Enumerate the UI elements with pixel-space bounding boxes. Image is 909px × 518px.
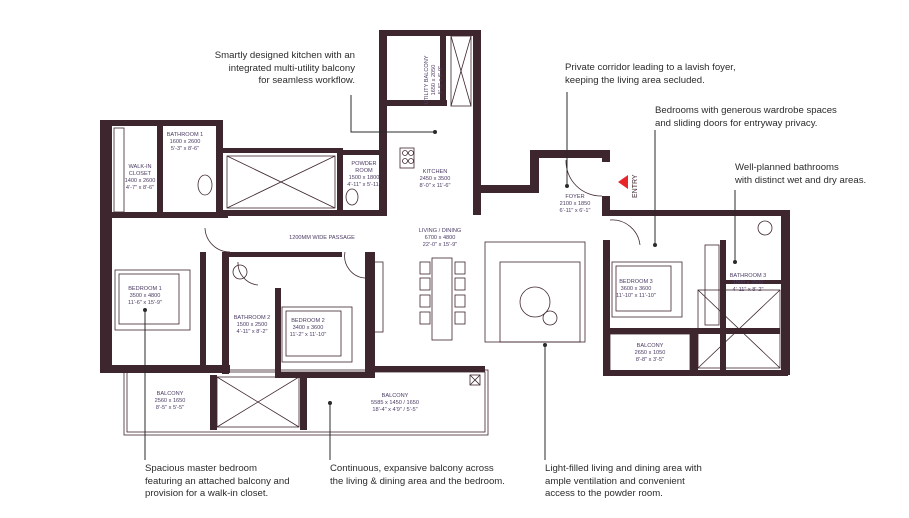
annotation-line: for seamless workflow. <box>258 75 356 86</box>
walkin-size: 1400 x 2600 <box>125 178 156 184</box>
foyer-label: FOYER <box>565 194 584 200</box>
powder-label-2: ROOM <box>355 168 373 174</box>
powder-label: POWDER <box>351 161 376 167</box>
annotation-line: featuring an attached balcony and <box>145 475 290 487</box>
passage-label: 1200MM WIDE PASSAGE <box>289 235 355 241</box>
annotation-living: Light-filled living and dining area with… <box>545 463 702 501</box>
living-size: 6700 x 4800 <box>425 235 456 241</box>
balcony-railings <box>123 333 691 436</box>
annotation-line: Light-filled living and dining area with <box>545 463 702 474</box>
bedroom1-size: 3500 x 4800 <box>130 293 161 299</box>
annotation-line: Bedrooms with generous wardrobe spaces <box>655 105 837 116</box>
bathroom2-imperial: 4'-11" x 8'-2" <box>237 329 268 335</box>
bedroom3-imperial: 11'-10" x 11'-10" <box>616 293 656 299</box>
walls <box>100 30 790 430</box>
bedroom1-imperial: 11'-6" x 15'-9" <box>128 300 162 306</box>
walkin-label: WALK-IN <box>128 164 151 170</box>
utility-label: UTILITY BALCONY <box>424 55 430 104</box>
balcony-right-size: 2650 x 1050 <box>635 350 666 356</box>
leader-lines <box>143 92 737 460</box>
annotation-line: Smartly designed kitchen with an <box>214 50 355 61</box>
annotation-line: Spacious master bedroom <box>145 463 257 474</box>
foyer-imperial: 6'-11" x 6'-1" <box>560 208 591 214</box>
bedroom1-label: BEDROOM 1 <box>128 286 162 292</box>
bathroom1-size: 1600 x 2600 <box>170 139 201 145</box>
entry-label: ENTRY <box>632 174 639 198</box>
annotation-bathrooms: Well-planned bathrooms with distinct wet… <box>735 162 866 187</box>
annotation-kitchen: Smartly designed kitchen with an integra… <box>175 50 355 88</box>
kitchen-size: 2450 x 3500 <box>420 176 451 182</box>
balcony-right-label: BALCONY <box>637 343 664 349</box>
annotation-line: the living & dining area and the bedroom… <box>330 475 505 487</box>
utility-size: 1650 x 2050 <box>431 65 437 96</box>
annotation-line: access to the powder room. <box>545 488 663 499</box>
annotation-line: keeping the living area secluded. <box>565 74 705 86</box>
balcony-master-size: 2560 x 1650 <box>155 398 186 404</box>
bedroom2-size: 3400 x 3600 <box>293 325 324 331</box>
balcony-right-imperial: 8'-8" x 3'-5" <box>636 357 664 363</box>
shafts <box>216 35 781 428</box>
walkin-label-2: CLOSET <box>129 171 152 177</box>
annotation-line: Well-planned bathrooms <box>735 162 839 173</box>
wardrobes <box>113 127 720 333</box>
bathroom3-size: 1500 x 2500 <box>733 280 764 286</box>
annotation-line: integrated multi-utility balcony <box>228 62 355 74</box>
balcony-master-imperial: 8'-5" x 5'-5" <box>156 405 184 411</box>
bathroom3-label: BATHROOM 3 <box>730 273 767 279</box>
bedroom3-label: BEDROOM 3 <box>619 279 653 285</box>
balcony-main-size: 5585 x 1450 / 1650 <box>371 400 419 406</box>
foyer-size: 2100 x 1850 <box>560 201 591 207</box>
walkin-imperial: 4'-7" x 8'-6" <box>126 185 154 191</box>
annotation-line: ample ventilation and convenient <box>545 475 685 487</box>
bathroom1-imperial: 5'-3" x 8'-6" <box>171 146 199 152</box>
bathroom2-size: 1500 x 2500 <box>237 322 268 328</box>
annotation-bedrooms: Bedrooms with generous wardrobe spaces a… <box>655 105 837 130</box>
annotation-line: with distinct wet and dry areas. <box>735 174 867 186</box>
bedroom2-label: BEDROOM 2 <box>291 318 325 324</box>
utility-imperial: 5'-5" x 6'-9" <box>438 66 444 94</box>
annotation-corridor: Private corridor leading to a lavish foy… <box>565 62 736 87</box>
bedroom2-imperial: 11'-2" x 11'-10" <box>290 332 327 338</box>
balcony-main-label: BALCONY <box>382 393 409 399</box>
annotation-line: Private corridor leading to a lavish foy… <box>565 62 736 73</box>
balcony-main-imperial: 18'-4" x 4'9" / 5'-5" <box>372 407 417 413</box>
furniture <box>114 147 773 363</box>
annotation-line: Continuous, expansive balcony across <box>330 463 494 474</box>
annotation-master: Spacious master bedroom featuring an att… <box>145 463 290 501</box>
annotation-line: and sliding doors for entryway privacy. <box>655 117 818 129</box>
annotation-balcony: Continuous, expansive balcony across the… <box>330 463 505 488</box>
living-label: LIVING / DINING <box>419 228 462 234</box>
balcony-master-label: BALCONY <box>157 391 184 397</box>
room-labels: BATHROOM 1 1600 x 2600 5'-3" x 8'-6" WAL… <box>125 55 767 413</box>
bedroom3-size: 3600 x 3600 <box>621 286 652 292</box>
bathroom2-label: BATHROOM 2 <box>234 315 271 321</box>
powder-size: 1500 x 1800 <box>349 175 380 181</box>
kitchen-imperial: 8'-0" x 11'-6" <box>420 183 451 189</box>
kitchen-label: KITCHEN <box>423 169 448 175</box>
annotation-line: provision for a walk-in closet. <box>145 488 269 499</box>
powder-imperial: 4'-11" x 5'-11" <box>347 182 381 188</box>
bathroom1-label: BATHROOM 1 <box>167 132 204 138</box>
living-imperial: 22'-0" x 15'-9" <box>423 242 457 248</box>
bathroom3-imperial: 4'-11" x 8'-2" <box>733 287 764 293</box>
entry-arrow-icon <box>618 175 628 189</box>
